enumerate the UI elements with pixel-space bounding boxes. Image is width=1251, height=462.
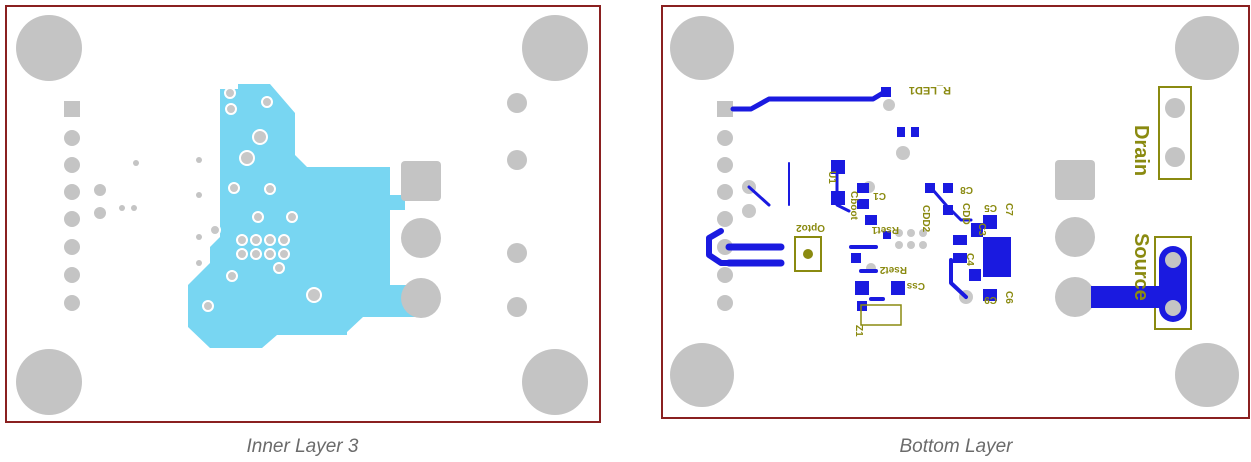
mosfet-pads xyxy=(401,161,441,318)
label-c6: C6 xyxy=(1003,291,1014,304)
mounting-hole-bottom-right xyxy=(1175,343,1239,407)
mounting-hole-bottom-left xyxy=(16,349,82,415)
z1-outline xyxy=(860,304,902,326)
mounting-hole-top-right xyxy=(1175,16,1239,80)
opto2-footprint xyxy=(794,236,822,272)
smd-pads xyxy=(831,87,1011,311)
label-cdd: CDD xyxy=(960,203,971,225)
inner-layer-3-board xyxy=(5,5,601,423)
copper-pour xyxy=(188,84,417,348)
label-drain: Drain xyxy=(1130,125,1152,176)
inner-layer-caption: Inner Layer 3 xyxy=(246,436,359,457)
source-connector xyxy=(1154,236,1192,330)
label-c4: C4 xyxy=(964,253,975,266)
label-c5: C5 xyxy=(984,202,997,213)
right-header-pins xyxy=(507,93,527,317)
via-cluster-left xyxy=(94,157,202,266)
label-c8: C8 xyxy=(960,184,973,195)
mounting-hole-top-left xyxy=(16,15,82,81)
label-c7: C7 xyxy=(1003,203,1014,216)
label-cdd2: CDD2 xyxy=(920,205,931,233)
mounting-hole-top-left xyxy=(670,16,734,80)
label-source: Source xyxy=(1130,233,1152,301)
drain-connector xyxy=(1158,86,1192,180)
mounting-hole-bottom-right xyxy=(522,349,588,415)
source-pad xyxy=(1055,277,1095,317)
label-c3: C3 xyxy=(976,223,987,236)
left-header-pins xyxy=(64,101,80,311)
label-z1: Z1 xyxy=(853,325,864,337)
label-rset2: Rset2 xyxy=(879,264,907,275)
copper-vias xyxy=(202,87,322,312)
label-css: Css xyxy=(906,280,925,291)
board-outline xyxy=(661,5,1250,419)
left-header-pins xyxy=(717,101,733,311)
label-c1: C1 xyxy=(873,190,886,201)
mosfet-pads xyxy=(1055,160,1095,257)
bottom-layer-caption: Bottom Layer xyxy=(899,436,1013,457)
label-rset1: Rset1 xyxy=(871,224,899,235)
label-u1: U1 xyxy=(826,171,837,184)
label-cboot: Cboot xyxy=(848,191,859,221)
label-opto2: Opto2 xyxy=(796,222,825,233)
label-r-led1: R_LED1 xyxy=(909,84,951,96)
label-c9: C9 xyxy=(984,294,997,305)
mounting-hole-top-right xyxy=(522,15,588,81)
mounting-hole-bottom-left xyxy=(670,343,734,407)
bottom-layer-board: R_LED1 Drain Source C8 C5 C7 C6 C9 CDD C… xyxy=(661,5,1250,419)
